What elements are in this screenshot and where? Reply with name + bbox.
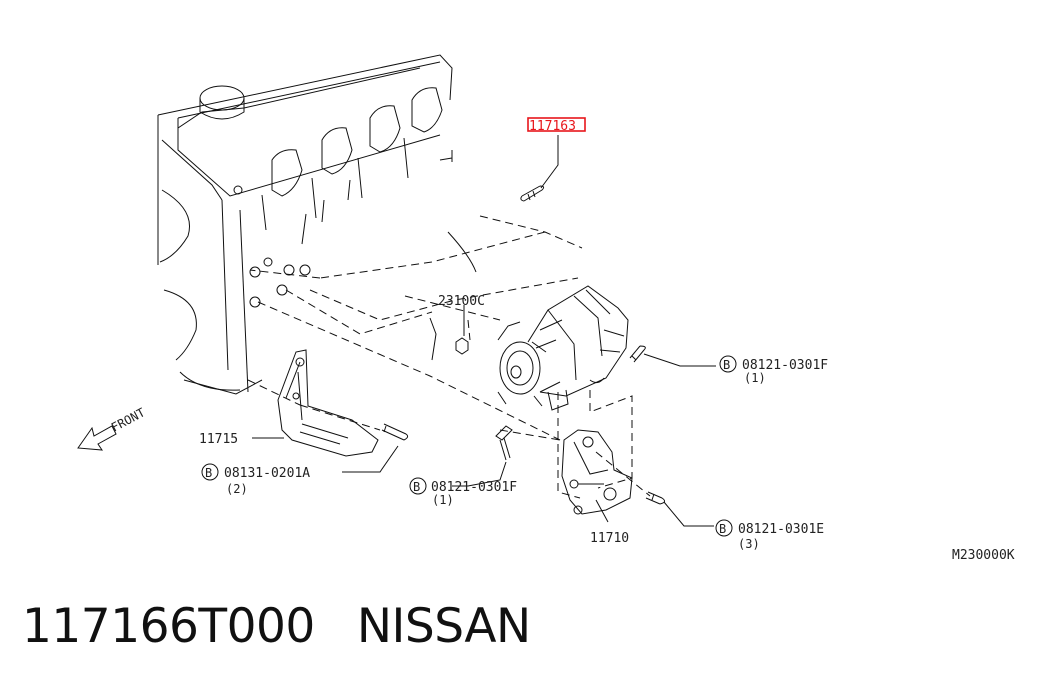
callout-08121-0301f-upper: B 08121-0301F (1) <box>719 355 828 385</box>
diagram-reference-code: M230000K <box>952 548 1015 563</box>
callout-1-prefix: B <box>723 358 730 372</box>
bolt-08121-0301f-upper <box>629 345 646 363</box>
callout-3-prefix: B <box>413 480 420 494</box>
callout-2-prefix: B <box>205 466 212 480</box>
callout-2-code: 08131-0201A <box>224 466 310 481</box>
callout-1-qty: (1) <box>744 371 766 385</box>
part-number: 117166T000 <box>22 598 315 654</box>
bolt-08121-0301e <box>645 491 666 505</box>
callout-08121-0301f-middle: B 08121-0301F (1) <box>409 477 517 507</box>
bracket-11710 <box>561 429 633 523</box>
bolt-117163 <box>520 135 559 202</box>
label-117163: 117163 <box>529 119 576 134</box>
bracket-11715 <box>277 349 379 457</box>
callout-3-qty: (1) <box>432 493 454 507</box>
label-23100c: 23100C <box>438 294 485 309</box>
label-11715: 11715 <box>199 432 238 447</box>
callout-08131-0201a: B 08131-0201A (2) <box>201 463 310 496</box>
callout-4-code: 08121-0301E <box>738 522 824 537</box>
highlighted-part-label[interactable]: 117163 <box>527 117 586 134</box>
callout-4-qty: (3) <box>738 537 760 551</box>
callout-08121-0301e: B 08121-0301E (3) <box>715 519 824 551</box>
nut-23100c <box>455 337 469 355</box>
highlight-box <box>527 117 586 132</box>
bolt-08121-0301f-middle <box>495 425 513 461</box>
callout-2-qty: (2) <box>226 482 248 496</box>
block-mount-holes <box>233 185 311 308</box>
assembly-leader-lines <box>247 215 651 499</box>
front-label: FRONT <box>109 405 147 434</box>
callout-3-code: 08121-0301F <box>431 480 517 495</box>
brand-name: NISSAN <box>356 598 531 654</box>
label-11710: 11710 <box>590 531 629 546</box>
front-direction-arrow: FRONT <box>77 405 147 451</box>
exploded-parts-diagram: 117163 23100C 11715 <box>77 54 1015 563</box>
engine-block <box>157 54 477 395</box>
bolt-08131-0201a <box>381 423 409 441</box>
callout-1-code: 08121-0301F <box>742 358 828 373</box>
callout-4-prefix: B <box>719 522 726 536</box>
alternator-23100c <box>497 285 629 411</box>
part-caption: 117166T000 NISSAN <box>22 596 531 656</box>
